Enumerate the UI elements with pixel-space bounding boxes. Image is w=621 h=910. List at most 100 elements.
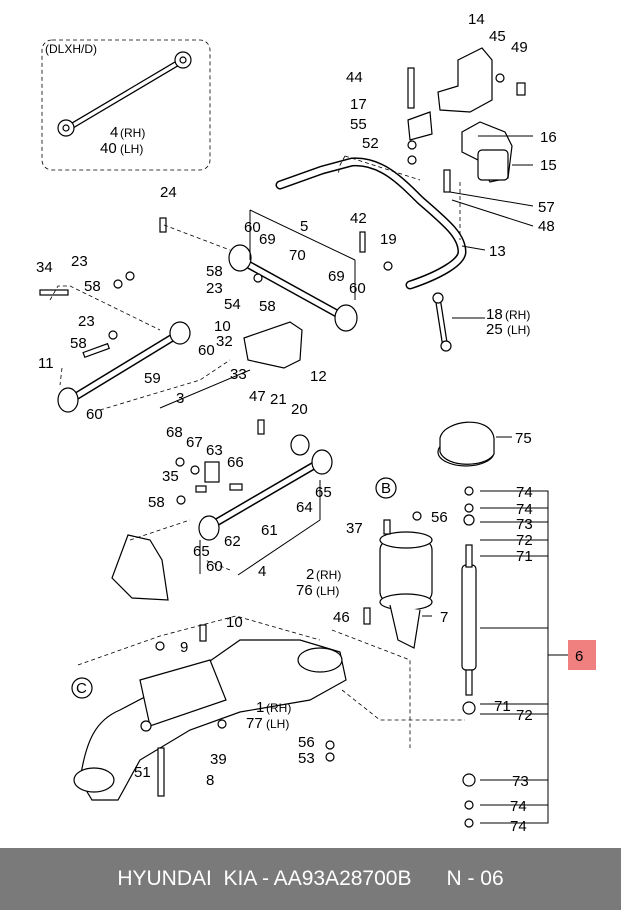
- callout-4b: 4: [258, 563, 266, 580]
- callout-68: 68: [166, 424, 183, 441]
- callout-35: 35: [162, 468, 179, 485]
- bracket-12: [243, 321, 303, 369]
- callout-71b: 71: [494, 698, 511, 715]
- callout-52: 52: [362, 135, 379, 152]
- callout-6: 6: [575, 648, 583, 665]
- callout-1-rh: (RH): [266, 701, 291, 715]
- callout-77: 77: [246, 715, 263, 732]
- marker-b-circle: [375, 477, 397, 499]
- callout-25-lh: (LH): [507, 323, 530, 337]
- callout-73a: 73: [516, 516, 533, 533]
- callout-55: 55: [350, 116, 367, 133]
- callout-69a: 69: [259, 231, 276, 248]
- inset-box: [41, 39, 211, 171]
- callout-10a: 10: [214, 318, 231, 335]
- callout-23b: 23: [71, 253, 88, 270]
- inset-variant-label: (DLXH/D): [45, 42, 97, 56]
- upper-arm: [228, 244, 358, 332]
- callout-16: 16: [540, 129, 557, 146]
- callout-70: 70: [289, 247, 306, 264]
- callout-33: 33: [230, 366, 247, 383]
- callout-15: 15: [540, 157, 557, 174]
- callout-77-lh: (LH): [266, 717, 289, 731]
- callout-34: 34: [36, 259, 53, 276]
- callout-76: 76: [296, 582, 313, 599]
- air-spring: [379, 531, 433, 649]
- callout-b: B: [381, 480, 391, 497]
- callout-13: 13: [489, 243, 506, 260]
- callout-5: 5: [300, 218, 308, 235]
- callout-58a: 58: [206, 263, 223, 280]
- callout-7: 7: [440, 609, 448, 626]
- callout-46: 46: [333, 609, 350, 626]
- callout-56b: 56: [298, 734, 315, 751]
- callout-56a: 56: [431, 509, 448, 526]
- bump-stop: [437, 421, 495, 467]
- callout-4-rh: (RH): [120, 126, 145, 140]
- callout-23c: 23: [78, 313, 95, 330]
- callout-60e: 60: [206, 558, 223, 575]
- callout-75: 75: [515, 430, 532, 447]
- callout-20: 20: [291, 401, 308, 418]
- callout-49: 49: [511, 39, 528, 56]
- callout-44: 44: [346, 69, 363, 86]
- callout-17: 17: [350, 96, 367, 113]
- callout-60d: 60: [86, 406, 103, 423]
- callout-39: 39: [210, 751, 227, 768]
- callout-69b: 69: [328, 268, 345, 285]
- callout-40: 40: [100, 140, 117, 157]
- shock-group-bracket: [480, 490, 549, 824]
- callout-18: 18: [486, 306, 503, 323]
- callout-72b: 72: [516, 707, 533, 724]
- inset-control-rod: [57, 51, 192, 137]
- callout-2: 2: [306, 566, 314, 583]
- callout-42: 42: [350, 210, 367, 227]
- callout-47: 47: [249, 388, 266, 405]
- callout-9: 9: [180, 639, 188, 656]
- callout-60a: 60: [244, 219, 261, 236]
- callout-58e: 58: [148, 494, 165, 511]
- fastener-markers: [39, 67, 526, 797]
- lateral-rod: [198, 434, 333, 541]
- callout-63: 63: [206, 442, 223, 459]
- callout-74a: 74: [516, 484, 533, 501]
- callout-76-lh: (LH): [316, 584, 339, 598]
- callout-54: 54: [224, 296, 241, 313]
- callout-10b: 10: [226, 614, 243, 631]
- callout-72a: 72: [516, 532, 533, 549]
- callout-53: 53: [298, 750, 315, 767]
- callout-60b: 60: [349, 280, 366, 297]
- callout-66: 66: [227, 454, 244, 471]
- callout-58b: 58: [84, 278, 101, 295]
- callout-32: 32: [216, 333, 233, 350]
- callout-64: 64: [296, 499, 313, 516]
- callout-65b: 65: [193, 543, 210, 560]
- marker-c-circle: [71, 677, 93, 699]
- callout-21: 21: [270, 391, 287, 408]
- bracket-4: [111, 534, 169, 601]
- footer-brand-part-number: HYUNDAI KIA - AA93A28700B: [117, 867, 412, 890]
- callout-51: 51: [134, 764, 151, 781]
- callout-24: 24: [160, 184, 177, 201]
- callout-59: 59: [144, 370, 161, 387]
- exploded-parts-diagram: .ln { stroke:#000; stroke-width:1; fill:…: [36, 11, 596, 835]
- callout-18-rh: (RH): [505, 308, 530, 322]
- callout-61: 61: [261, 522, 278, 539]
- callout-60c: 60: [198, 342, 215, 359]
- callout-19: 19: [380, 231, 397, 248]
- callout-62: 62: [224, 533, 241, 550]
- callout-8: 8: [206, 772, 214, 789]
- callout-25: 25: [486, 321, 503, 338]
- callout-57: 57: [538, 199, 555, 216]
- callout-c: C: [76, 680, 87, 697]
- footer-spacer: [411, 867, 446, 891]
- callout-2-rh: (RH): [316, 568, 341, 582]
- callout-48: 48: [538, 218, 555, 235]
- callout-67: 67: [186, 434, 203, 451]
- stabilizer-bracket: [407, 47, 513, 183]
- callout-58c: 58: [259, 298, 276, 315]
- callout-37: 37: [346, 520, 363, 537]
- callout-45: 45: [489, 28, 506, 45]
- callout-58d: 58: [70, 335, 87, 352]
- callout-11: 11: [38, 355, 54, 372]
